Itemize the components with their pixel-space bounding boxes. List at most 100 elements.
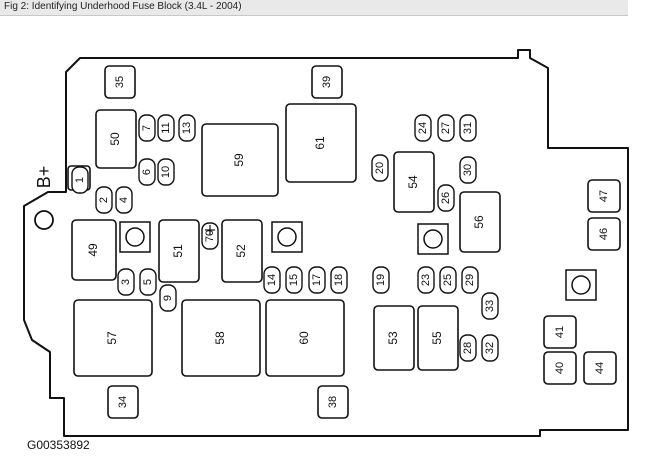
relay-label: 60 xyxy=(297,331,311,345)
fuse-label: 30 xyxy=(462,164,474,176)
fuse-label: 20 xyxy=(374,162,386,174)
relay-34: 34 xyxy=(107,385,139,419)
fuse-label: 24 xyxy=(417,122,429,134)
fuse-label: 70 xyxy=(204,230,216,242)
relay-label: 49 xyxy=(86,243,100,257)
relay-label: 58 xyxy=(213,331,227,345)
fuse-label: 4 xyxy=(118,197,130,203)
relay-label: 34 xyxy=(117,396,129,408)
fuse-label: 29 xyxy=(464,274,476,286)
figure-caption-bar: Fig 2: Identifying Underhood Fuse Block … xyxy=(0,0,628,16)
relay-35: 35 xyxy=(104,65,136,99)
relay-61: 61 xyxy=(285,103,357,183)
fuse-33: 33 xyxy=(481,292,499,320)
fuse-9: 9 xyxy=(159,284,177,312)
relay-label: 38 xyxy=(327,396,339,408)
fuse-label: 13 xyxy=(181,122,193,134)
fuse-24: 24 xyxy=(414,114,432,142)
relay-53: 53 xyxy=(373,305,415,371)
relay-59: 59 xyxy=(201,123,279,197)
fuse-label: 5 xyxy=(142,279,154,285)
relay-50: 50 xyxy=(95,109,137,169)
relay-label: 40 xyxy=(554,362,566,374)
relay-label: 35 xyxy=(114,76,126,88)
figure-code: G00353892 xyxy=(27,438,90,452)
stud-terminal xyxy=(119,221,151,253)
fuse-label: 7 xyxy=(141,125,153,131)
relay-40: 40 xyxy=(543,351,577,385)
fuse-26: 26 xyxy=(437,184,455,212)
relay-51: 51 xyxy=(158,219,200,283)
relay-46: 46 xyxy=(587,217,621,251)
fuse-label: 18 xyxy=(333,274,345,286)
relay-52: 52 xyxy=(221,219,263,283)
relay-49: 49 xyxy=(71,219,117,281)
fuse-label: 26 xyxy=(440,192,452,204)
relay-47: 47 xyxy=(587,179,621,213)
fuse-6: 6 xyxy=(138,158,156,186)
relay-60: 60 xyxy=(265,299,345,377)
fuse-label: 31 xyxy=(462,122,474,134)
fuse-25: 25 xyxy=(439,266,457,294)
fuse-7: 7 xyxy=(138,114,156,142)
fuse-31: 31 xyxy=(459,114,477,142)
fuse-3: 3 xyxy=(117,268,135,296)
relay-55: 55 xyxy=(417,305,459,371)
fuse-label: 33 xyxy=(484,300,496,312)
fuse-27: 27 xyxy=(437,114,455,142)
fuse-15: 15 xyxy=(285,266,303,294)
fuse-32: 32 xyxy=(481,334,499,362)
fuse-30: 30 xyxy=(459,156,477,184)
fuse-13: 13 xyxy=(178,114,196,142)
fuse-20: 20 xyxy=(371,154,389,182)
fuse-label: 2 xyxy=(98,197,110,203)
fuse-18: 18 xyxy=(330,266,348,294)
relay-label: 46 xyxy=(598,228,610,240)
fuse-70-symbol xyxy=(205,225,215,235)
fuse-label: 1 xyxy=(74,177,86,183)
fuse-label: 10 xyxy=(160,166,172,178)
relay-58: 58 xyxy=(181,299,261,377)
fuse-23: 23 xyxy=(417,266,435,294)
relay-label: 54 xyxy=(406,175,420,189)
fuse-label: 17 xyxy=(311,274,323,286)
relay-label: 50 xyxy=(108,132,122,146)
relay-38: 38 xyxy=(317,385,349,419)
relay-41: 41 xyxy=(543,315,577,349)
fuse-label: 23 xyxy=(420,274,432,286)
relay-label: 61 xyxy=(313,136,327,150)
fuse-label: 3 xyxy=(120,279,132,285)
relay-label: 39 xyxy=(321,76,333,88)
figure-caption: Fig 2: Identifying Underhood Fuse Block … xyxy=(4,1,242,12)
stud-terminal xyxy=(271,221,303,253)
relay-label: 55 xyxy=(430,331,444,345)
fuse-29: 29 xyxy=(461,266,479,294)
relay-label: 57 xyxy=(105,331,119,345)
fuse-label: 27 xyxy=(440,122,452,134)
stud-terminal xyxy=(417,223,449,255)
relay-44: 44 xyxy=(583,351,617,385)
relay-label: 47 xyxy=(598,190,610,202)
fuse-label: 11 xyxy=(160,122,172,133)
fuse-14: 14 xyxy=(263,266,281,294)
fuse-2: 2 xyxy=(95,186,113,214)
relay-56: 56 xyxy=(459,191,501,253)
relay-label: 51 xyxy=(171,244,185,258)
fuse-10: 10 xyxy=(157,158,175,186)
fuse-label: 32 xyxy=(484,342,496,354)
relay-label: 52 xyxy=(234,244,248,258)
fuse-28: 28 xyxy=(459,334,477,362)
fuse-label: 14 xyxy=(266,274,278,286)
fuse-1: 1 xyxy=(71,166,89,194)
fuse-4: 4 xyxy=(115,186,133,214)
fuse-block-outline xyxy=(23,49,629,437)
relay-label: 59 xyxy=(232,153,246,167)
relay-54: 54 xyxy=(393,151,435,213)
relay-label: 44 xyxy=(594,362,606,374)
fuse-label: 9 xyxy=(162,295,174,301)
fuse-5: 5 xyxy=(139,268,157,296)
fuse-label: 19 xyxy=(375,274,387,286)
fuse-11: 11 xyxy=(157,114,175,142)
fuse-label: 6 xyxy=(141,169,153,175)
